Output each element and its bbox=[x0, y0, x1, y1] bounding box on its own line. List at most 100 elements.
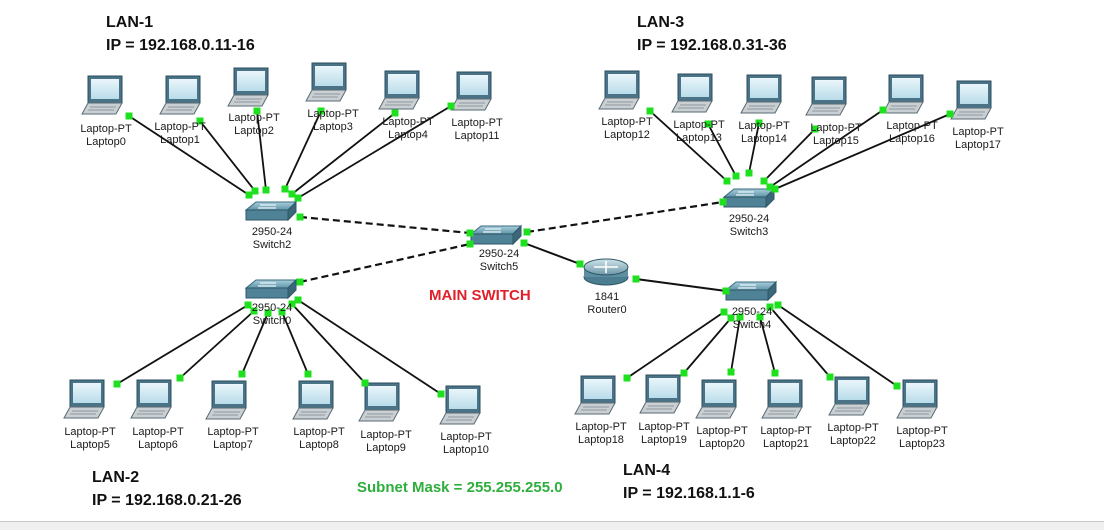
router-icon[interactable] bbox=[583, 258, 629, 286]
access-link[interactable] bbox=[297, 299, 442, 395]
main-switch-annotation: MAIN SWITCH bbox=[429, 287, 531, 304]
laptop-icon[interactable] bbox=[439, 385, 481, 425]
access-link[interactable] bbox=[291, 303, 366, 384]
link-light bbox=[766, 183, 774, 191]
link-light bbox=[288, 300, 296, 308]
uplink-dashed-1[interactable] bbox=[299, 242, 471, 284]
laptop-icon[interactable] bbox=[574, 375, 616, 415]
laptop-type: Laptop-PT bbox=[601, 116, 653, 128]
access-link[interactable] bbox=[626, 311, 725, 379]
access-link[interactable] bbox=[730, 316, 741, 373]
access-link[interactable] bbox=[179, 310, 255, 379]
switch-name: Switch4 bbox=[732, 319, 772, 331]
access-link[interactable] bbox=[256, 110, 267, 191]
laptop-type: Laptop-PT bbox=[896, 425, 948, 437]
laptop-icon[interactable] bbox=[305, 62, 347, 102]
laptop-icon[interactable] bbox=[639, 374, 681, 414]
access-link[interactable] bbox=[707, 123, 737, 177]
lan1-title: LAN-1 bbox=[106, 14, 154, 31]
workspace-scrollbar[interactable] bbox=[0, 521, 1104, 530]
laptop-icon[interactable] bbox=[63, 379, 105, 419]
access-link[interactable] bbox=[748, 122, 760, 174]
access-link[interactable] bbox=[291, 112, 396, 195]
laptop-icon[interactable] bbox=[671, 73, 713, 113]
laptop-icon[interactable] bbox=[761, 379, 803, 419]
access-link[interactable] bbox=[128, 115, 250, 196]
uplink-dashed-2[interactable] bbox=[526, 200, 724, 234]
link-light bbox=[756, 313, 764, 321]
router-link-1[interactable] bbox=[635, 278, 727, 292]
switch-icon[interactable] bbox=[724, 280, 778, 302]
laptop-icon[interactable] bbox=[130, 379, 172, 419]
laptop-icon[interactable] bbox=[950, 80, 992, 120]
access-link[interactable] bbox=[774, 113, 951, 190]
access-link[interactable] bbox=[116, 304, 249, 385]
laptop-icon[interactable] bbox=[598, 70, 640, 110]
switch-icon[interactable] bbox=[244, 200, 298, 222]
access-link[interactable] bbox=[199, 120, 256, 192]
switch-icon[interactable] bbox=[244, 278, 298, 300]
access-link[interactable] bbox=[777, 304, 898, 387]
access-link[interactable] bbox=[769, 109, 884, 188]
link-light bbox=[774, 301, 782, 309]
link-light bbox=[317, 107, 325, 115]
link-light bbox=[113, 380, 121, 388]
router-link-0[interactable] bbox=[523, 242, 581, 265]
access-link[interactable] bbox=[763, 128, 816, 182]
laptop-icon[interactable] bbox=[205, 380, 247, 420]
laptop-name: Laptop16 bbox=[889, 133, 935, 145]
uplink-dashed-0[interactable] bbox=[299, 215, 471, 235]
laptop-name: Laptop5 bbox=[70, 439, 110, 451]
access-link[interactable] bbox=[297, 105, 452, 199]
access-link[interactable] bbox=[284, 110, 322, 190]
link-light bbox=[294, 296, 302, 304]
laptop-icon[interactable] bbox=[159, 75, 201, 115]
laptop-icon[interactable] bbox=[805, 76, 847, 116]
link-light bbox=[296, 213, 304, 221]
access-link[interactable] bbox=[241, 312, 269, 375]
switch-icon[interactable] bbox=[469, 224, 523, 246]
laptop-icon[interactable] bbox=[882, 74, 924, 114]
laptop-name: Laptop10 bbox=[443, 444, 489, 456]
access-link[interactable] bbox=[649, 110, 728, 182]
laptop-icon[interactable] bbox=[358, 382, 400, 422]
laptop-icon[interactable] bbox=[695, 379, 737, 419]
laptop-icon[interactable] bbox=[450, 71, 492, 111]
laptop-icon[interactable] bbox=[227, 67, 269, 107]
laptop-icon[interactable] bbox=[81, 75, 123, 115]
laptop-name: Laptop2 bbox=[234, 125, 274, 137]
laptop-type: Laptop-PT bbox=[382, 116, 434, 128]
laptop-icon[interactable] bbox=[292, 380, 334, 420]
laptop-icon[interactable] bbox=[740, 74, 782, 114]
switch-icon[interactable] bbox=[722, 187, 776, 209]
switch-name: Switch5 bbox=[479, 261, 519, 273]
laptop-type: Laptop-PT bbox=[451, 117, 503, 129]
router-name: Router0 bbox=[587, 304, 627, 316]
switch-name: Switch2 bbox=[252, 239, 292, 251]
link-light bbox=[244, 301, 252, 309]
link-light bbox=[727, 368, 735, 376]
laptop-icon[interactable] bbox=[828, 376, 870, 416]
link-light bbox=[361, 379, 369, 387]
access-link[interactable] bbox=[769, 306, 831, 378]
laptop-icon[interactable] bbox=[896, 379, 938, 419]
laptop-icon[interactable] bbox=[378, 70, 420, 110]
access-link[interactable] bbox=[759, 316, 776, 374]
link-light bbox=[760, 177, 768, 185]
link-light bbox=[623, 374, 631, 382]
access-link[interactable] bbox=[281, 311, 309, 375]
lan2-title: LAN-2 bbox=[92, 469, 140, 486]
laptop-type: Laptop-PT bbox=[228, 112, 280, 124]
access-link[interactable] bbox=[683, 317, 732, 374]
